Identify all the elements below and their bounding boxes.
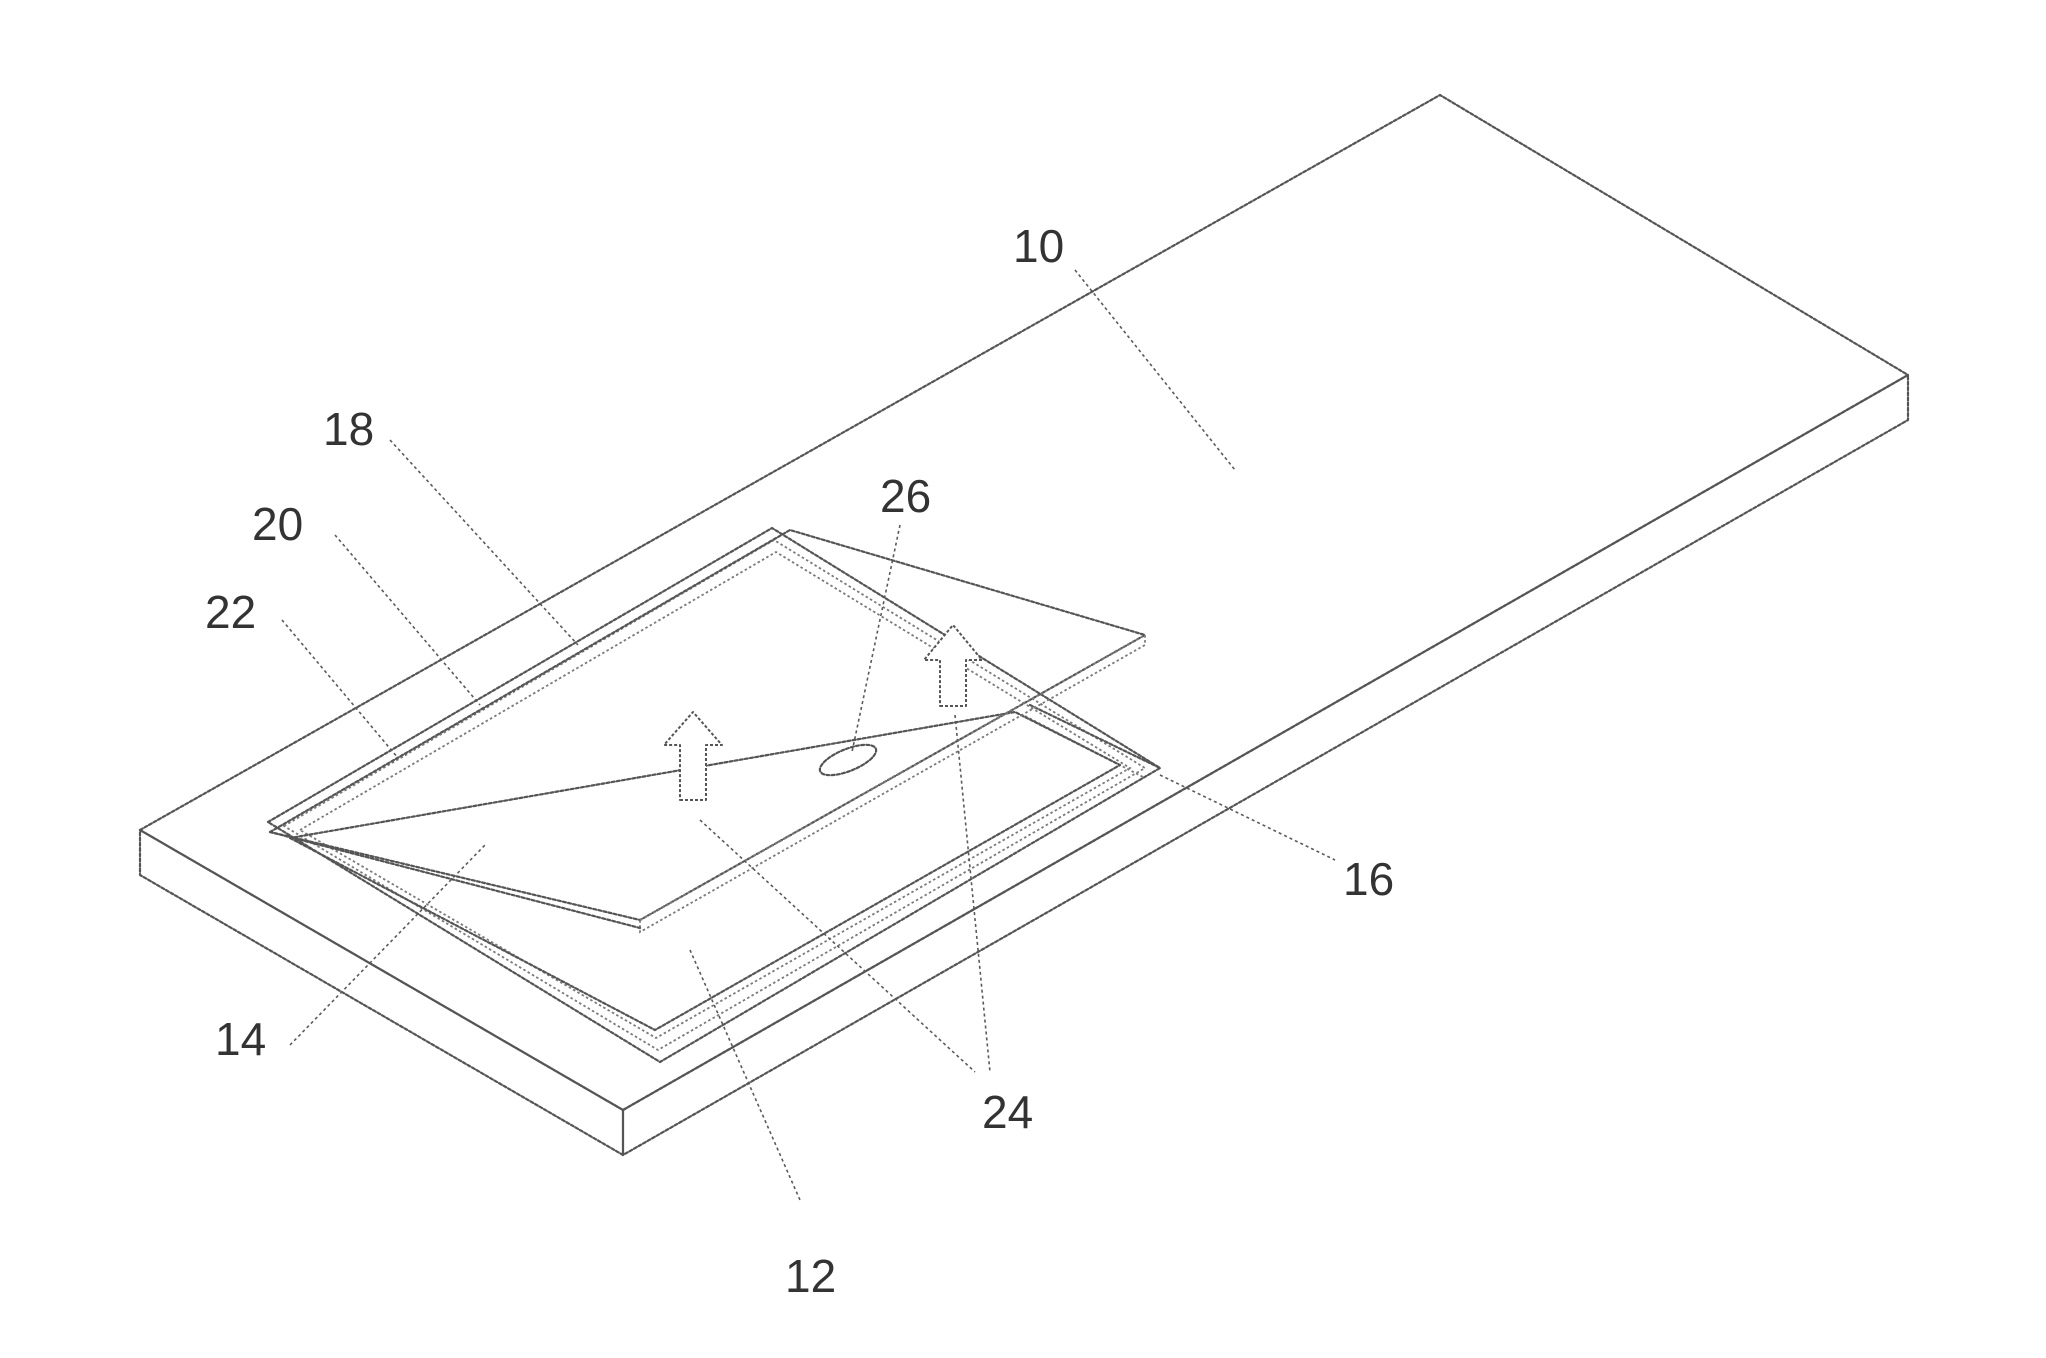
recess-inner-edge-a <box>284 540 1145 1050</box>
leader-26 <box>852 525 900 752</box>
leader-24-left <box>700 820 975 1072</box>
leader-24-right <box>955 715 990 1072</box>
substrate-front-face <box>140 830 623 1155</box>
substrate-right-face <box>623 375 1908 1155</box>
flap-thickness <box>640 635 1145 932</box>
recess-inner-edge-b <box>300 552 1130 1038</box>
reference-numerals: 10 18 20 22 26 16 14 24 12 <box>205 220 1394 1302</box>
leader-22 <box>282 620 398 758</box>
lift-arrow-right <box>924 625 982 706</box>
recess-wall-right <box>1030 705 1160 768</box>
leader-18 <box>390 440 578 645</box>
flap-fold-line <box>270 832 640 928</box>
label-10: 10 <box>1013 220 1064 272</box>
label-18: 18 <box>323 403 374 455</box>
label-26: 26 <box>880 470 931 522</box>
label-16: 16 <box>1343 853 1394 905</box>
label-20: 20 <box>252 498 303 550</box>
label-14: 14 <box>215 1013 266 1065</box>
label-12: 12 <box>785 1250 836 1302</box>
leader-12 <box>690 950 800 1200</box>
leader-14 <box>290 845 485 1045</box>
label-24: 24 <box>982 1086 1033 1138</box>
lift-arrow-left <box>664 712 722 800</box>
leader-10 <box>1075 270 1235 470</box>
label-22: 22 <box>205 586 256 638</box>
flap-face <box>270 530 1145 920</box>
